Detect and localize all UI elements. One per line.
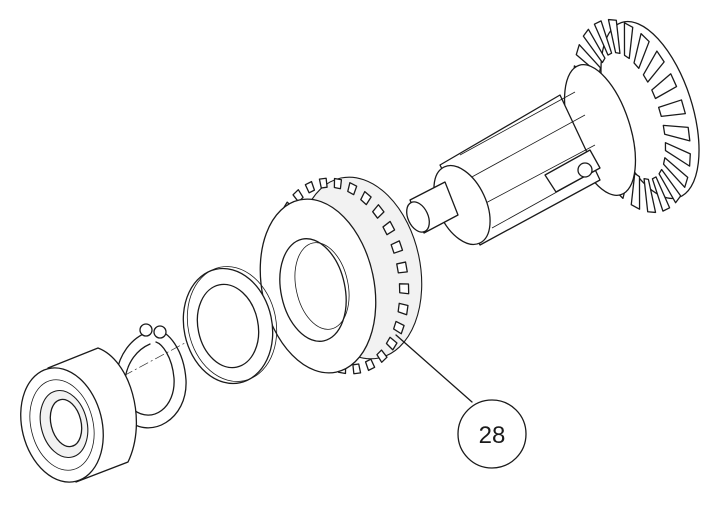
spur-gear-tooth bbox=[390, 240, 404, 254]
shaft-stub-end bbox=[406, 201, 430, 233]
bevel-gear-shaft-assembly bbox=[406, 18, 700, 246]
spur-gear-tooth bbox=[364, 358, 376, 372]
spur-gear-tooth bbox=[392, 320, 405, 335]
bevel-gear-tooth bbox=[643, 178, 657, 214]
bevel-gear-tooth bbox=[630, 172, 641, 210]
bevel-gear-tooth bbox=[607, 18, 621, 54]
spur-gear-tooth bbox=[396, 261, 408, 274]
bevel-gear-tooth bbox=[662, 124, 691, 142]
spur-gear-tooth bbox=[360, 190, 372, 206]
spur-gear-tooth bbox=[385, 336, 398, 351]
spur-gear-tooth bbox=[333, 177, 343, 190]
bevel-gear-tooth bbox=[651, 73, 678, 100]
spur-gear-tooth bbox=[397, 302, 409, 316]
bevel-gear-tooth bbox=[633, 32, 650, 70]
cross-pin bbox=[544, 149, 601, 193]
bevel-gear-tooth bbox=[593, 20, 613, 56]
bevel-gear-tooth bbox=[662, 157, 689, 188]
spur-gear-tooth bbox=[372, 204, 385, 219]
snap-ring-lug-left bbox=[139, 323, 153, 337]
spur-gear-tooth bbox=[352, 363, 362, 375]
callout-circle bbox=[457, 399, 527, 469]
ball-bearing bbox=[20, 347, 137, 483]
spur-gear-tooth bbox=[398, 283, 410, 295]
spur-gear-part-28 bbox=[259, 176, 423, 375]
flat-washer bbox=[182, 266, 278, 385]
shaft-splines bbox=[459, 91, 601, 229]
bevel-gear-tooth bbox=[575, 44, 602, 75]
washer-edge bbox=[186, 266, 278, 382]
spur-gear-tooth bbox=[347, 182, 358, 196]
snap-ring-inner bbox=[124, 341, 175, 416]
spur-gear-tooth bbox=[318, 177, 328, 189]
bevel-gear-tooth bbox=[623, 22, 634, 60]
snap-ring-lug-right bbox=[153, 325, 167, 339]
spur-gear-bore-inner bbox=[294, 242, 350, 330]
bevel-gear-tooth bbox=[582, 28, 606, 64]
bevel-gear-tooth bbox=[664, 142, 691, 167]
spur-gear-tooth bbox=[376, 349, 388, 363]
bevel-gear-tooth bbox=[657, 99, 686, 118]
callout-number: 28 bbox=[479, 422, 506, 449]
bevel-gear-tooth bbox=[651, 176, 671, 212]
bevel-gear-tooth bbox=[642, 50, 665, 83]
bearing-outer-race-inner bbox=[29, 379, 95, 471]
cross-pin-end bbox=[577, 162, 593, 178]
bearing-inner-bore bbox=[49, 398, 83, 448]
callout-leader-line bbox=[395, 334, 473, 403]
spur-gear-tooth bbox=[292, 189, 304, 203]
spur-gear-tooth bbox=[382, 220, 396, 236]
bevel-gear-tooth bbox=[658, 168, 682, 204]
spur-gear-tooth bbox=[304, 180, 316, 194]
washer-inner bbox=[196, 283, 260, 369]
